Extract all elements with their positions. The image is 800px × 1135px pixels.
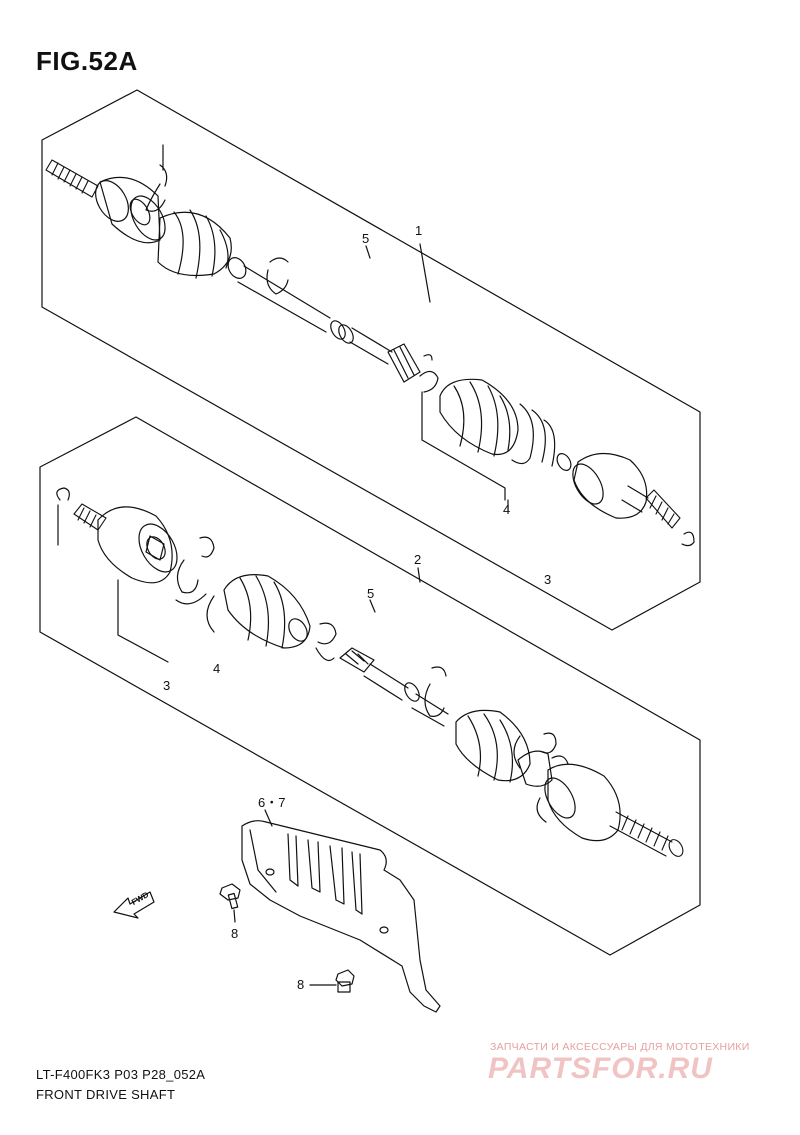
callout-1: 1 [415,223,423,238]
callout-8-bolt-a: 8 [231,926,239,941]
leader-5-mid [369,599,376,613]
assembly-2-lower-bracket [117,579,169,663]
assembly-1-frame [41,89,701,631]
upper-right-joint [572,452,649,519]
upper-right-clamp-a [419,354,439,393]
section-name: FRONT DRIVE SHAFT [36,1087,176,1102]
upper-right-spline [645,489,681,529]
callout-8-bolt-b: 8 [297,977,305,992]
upper-end-circlip [681,531,695,547]
callout-4-top: 4 [503,502,511,517]
callout-3-top: 3 [544,572,552,587]
callout-5-top: 5 [362,231,370,246]
leader-2 [417,567,421,583]
assembly-2-frame [39,416,701,956]
watermark-tagline: ЗАПЧАСТИ И АКСЕССУАРЫ ДЛЯ МОТОТЕХНИКИ [490,1041,750,1053]
model-code: LT-F400FK3 P03 P28_052A [36,1067,206,1082]
upper-left-spline [45,159,99,198]
lower-right-clamp-b [536,755,569,823]
lower-right-spline [609,811,684,857]
lower-left-boot [223,574,311,649]
callout-6-7: 6・7 [258,795,286,810]
upper-right-circlip [556,453,572,471]
lower-shaft-clamp [424,666,447,717]
lower-right-clamp-a [513,732,557,769]
lower-right-boot [455,709,531,783]
watermark-logo: PARTSFOR.RU [488,1052,713,1085]
leader-5-top [365,245,371,259]
callout-4-mid: 4 [213,661,221,676]
callout-5-mid: 5 [367,586,375,601]
callout-2: 2 [414,552,422,567]
upper-shaft-clamp [266,257,289,295]
bolt-8b [309,969,355,993]
figure-title: FIG.52A [36,46,138,76]
protector-plate [241,820,441,1013]
callout-3-mid: 3 [163,678,171,693]
assembly-1-lower-bracket [421,391,506,501]
upper-boot-clamp-a [145,164,168,212]
lower-left-circlip [56,487,70,501]
upper-left-joint [95,176,166,244]
upper-right-clamp-b [511,403,556,467]
lower-left-clamp [175,536,215,605]
bolt-8a [219,883,241,923]
lower-left-joint [97,506,178,584]
upper-right-boot [439,378,519,457]
lower-left-spline [73,503,107,531]
upper-shaft-bar [237,265,421,383]
leader-1 [419,243,431,303]
upper-left-boot [157,209,247,279]
lower-right-joint [517,750,621,842]
fwd-arrow-icon [113,891,155,919]
lower-boot-clamp-b [206,595,337,661]
lower-shaft-bar [339,647,449,727]
